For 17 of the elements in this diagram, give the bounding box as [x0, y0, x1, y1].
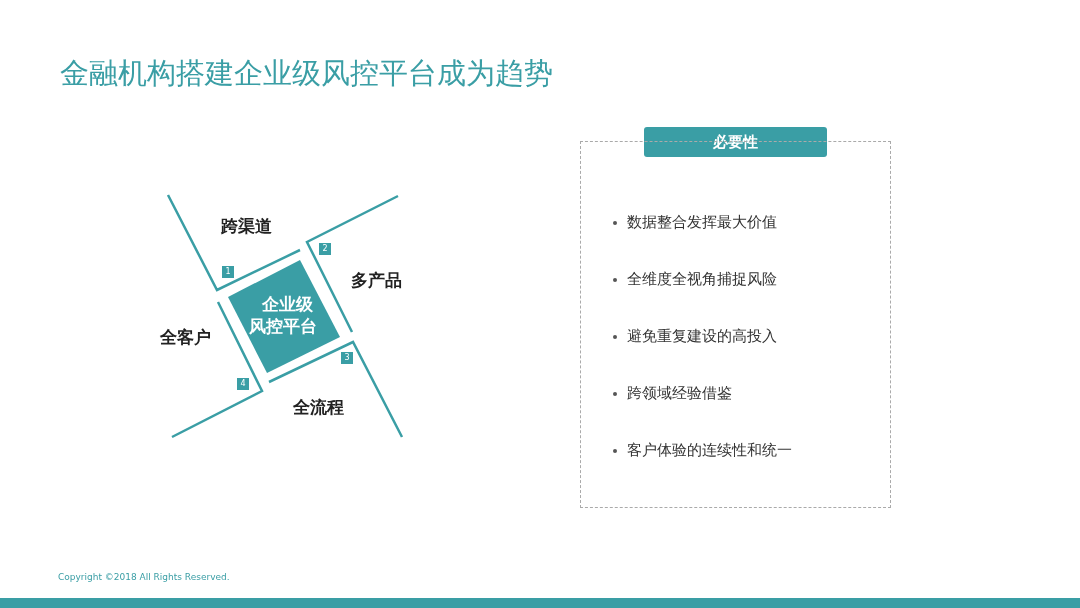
region-label: 多产品 [350, 268, 402, 292]
bullet-text: 全维度全视角捕捉风险 [627, 270, 777, 289]
number-badge: 1 [222, 266, 234, 278]
bullet-text: 跨领域经验借鉴 [627, 384, 732, 403]
number-badge: 2 [319, 243, 331, 255]
number-badge: 3 [341, 352, 353, 364]
slide-title: 金融机构搭建企业级风控平台成为趋势 [60, 55, 553, 92]
platform-label: 企业级风控平台 [248, 293, 318, 337]
region-label: 跨渠道 [220, 214, 272, 238]
bullet-text: 避免重复建设的高投入 [627, 327, 777, 346]
panel-header: 必要性 [644, 127, 827, 157]
bullet-text: 客户体验的连续性和统一 [627, 441, 792, 460]
bullet-text: 数据整合发挥最大价值 [627, 213, 777, 232]
region-label: 全流程 [292, 395, 344, 419]
number-badge: 4 [237, 378, 249, 390]
copyright-text: Copyright ©2018 All Rights Reserved. [58, 572, 230, 582]
region-label: 全客户 [159, 325, 211, 349]
